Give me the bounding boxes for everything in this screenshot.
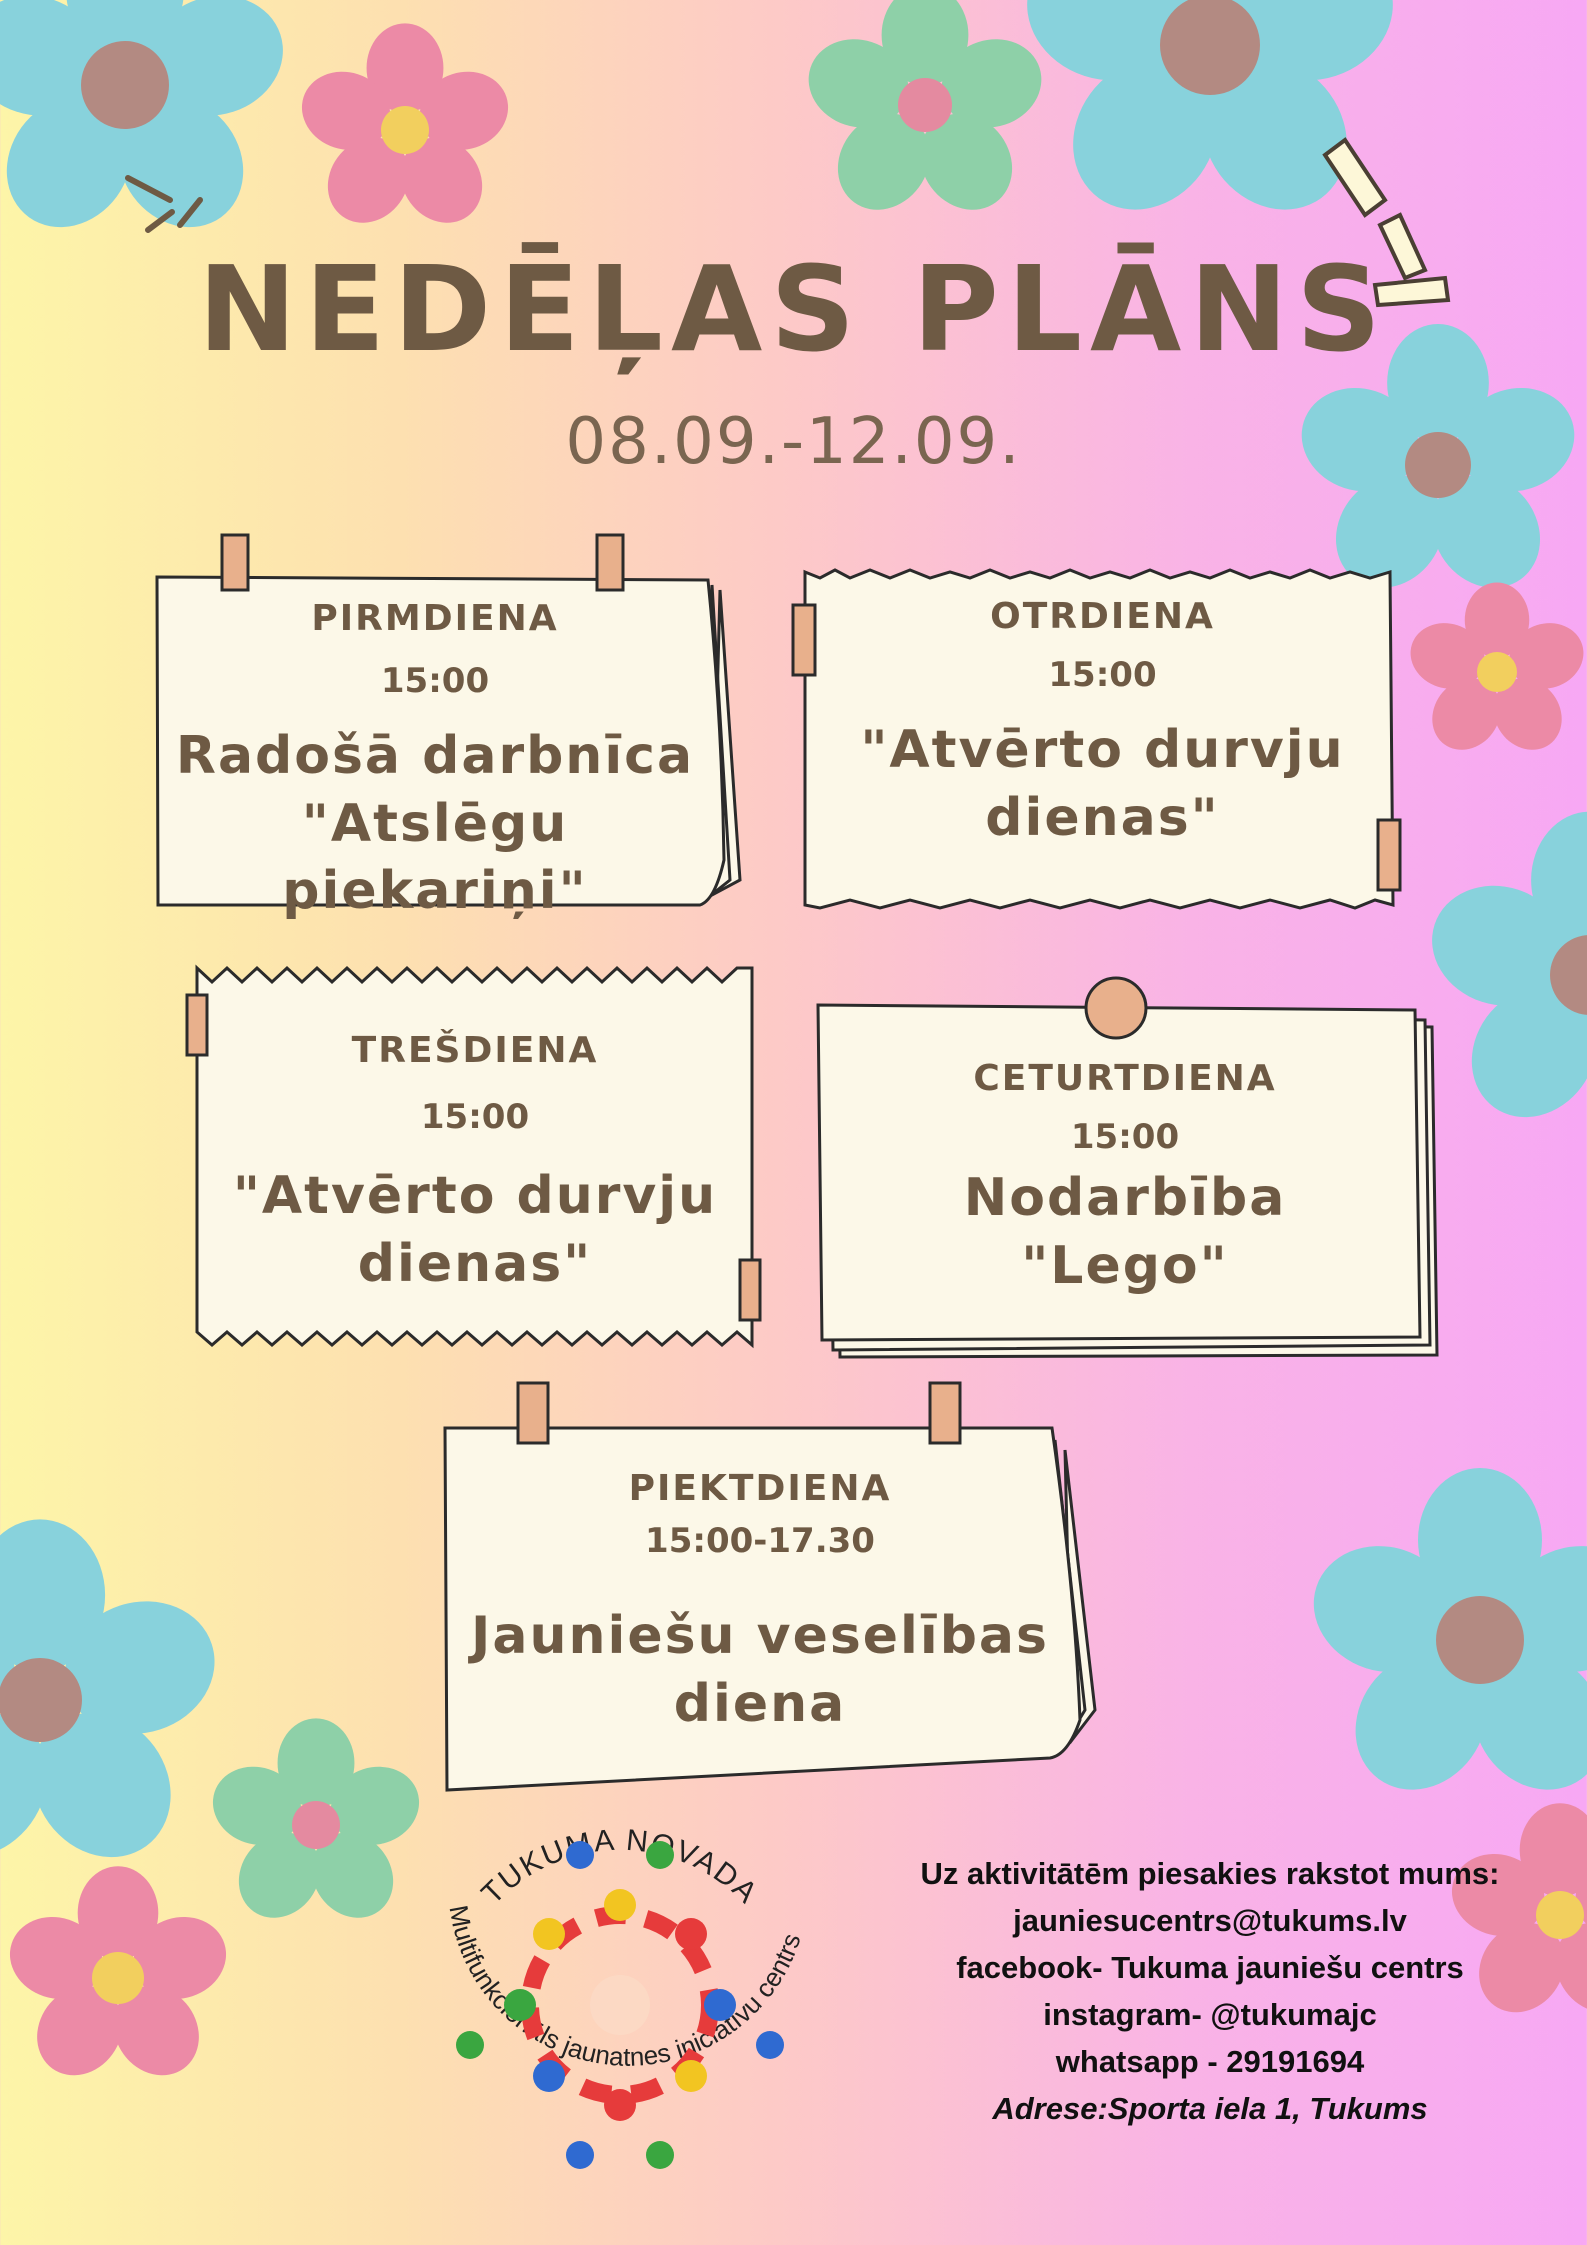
day-card-wednesday: TREŠDIENA 15:00 "Atvērto durvju dienas" <box>200 1030 750 1298</box>
activity-label: "Atvērto durvju dienas" <box>232 1166 718 1294</box>
sparkle-icon <box>125 175 203 233</box>
day-label: CETURTDIENA <box>973 1058 1277 1099</box>
day-label: PIEKTDIENA <box>628 1468 892 1509</box>
flower-icon <box>1288 323 1587 609</box>
contact-intro: Uz aktivitātēm piesakies rakstot mums: <box>920 1856 1500 1891</box>
activity-label: Radošā darbnīca "Atslēgu piekariņi" <box>175 726 695 922</box>
flower-icon <box>1441 1803 1587 2030</box>
paper-card-wednesday <box>185 964 762 1349</box>
activity-label: Nodarbība "Lego" <box>963 1168 1287 1296</box>
day-card-friday: PIEKTDIENA 15:00-17.30 Jauniešu veselība… <box>455 1468 1065 1738</box>
day-label: PIRMDIENA <box>311 598 559 639</box>
flower-icon <box>0 0 299 252</box>
time-label: 15:00-17.30 <box>645 1521 875 1561</box>
flower-icon <box>0 1866 237 2093</box>
contact-info: Uz aktivitātēm piesakies rakstot mums: j… <box>830 1850 1587 2132</box>
paper-card-monday <box>155 533 742 907</box>
day-card-monday: PIRMDIENA 15:00 Radošā darbnīca "Atslēgu… <box>165 598 705 926</box>
activity-label: "Atvērto durvju dienas" <box>860 720 1345 848</box>
paper-card-tuesday <box>791 568 1402 910</box>
flower-icon <box>202 1718 430 1934</box>
flower-icon <box>1416 811 1587 1142</box>
page-title: NEDĒĻAS PLĀNS <box>197 240 1390 378</box>
people-ring-icon <box>456 1841 784 2169</box>
time-label: 15:00 <box>1070 1117 1180 1157</box>
day-card-tuesday: OTRDIENA 15:00 "Atvērto durvju dienas" <box>820 596 1385 852</box>
contact-address: Adrese:Sporta iela 1, Tukums <box>992 2091 1428 2126</box>
activity-label: Jauniešu veselības diena <box>471 1606 1049 1734</box>
day-label: TREŠDIENA <box>351 1030 599 1071</box>
day-card-thursday: CETURTDIENA 15:00 Nodarbība "Lego" <box>830 1058 1420 1300</box>
paper-card-friday <box>443 1381 1097 1792</box>
organization-logo: TUKUMA NOVADA Multifunkcionāls jaunatnes… <box>443 1824 807 2169</box>
time-label: 15:00 <box>1048 655 1157 695</box>
flower-icon <box>0 1519 232 1885</box>
contact-facebook: facebook- Tukuma jauniešu centrs <box>956 1950 1464 1985</box>
contact-whatsapp: whatsapp - 29191694 <box>1055 2044 1365 2079</box>
date-range: 08.09.-12.09. <box>565 405 1022 479</box>
sparkle-icon <box>1322 137 1451 308</box>
flower-icon <box>797 0 1053 228</box>
flower-icon <box>291 23 519 239</box>
time-label: 15:00 <box>420 1097 530 1137</box>
flower-icon <box>1297 1468 1587 1816</box>
paper-card-thursday <box>816 976 1439 1359</box>
contact-instagram: instagram- @tukumajc <box>1043 1997 1377 2032</box>
contact-email[interactable]: jauniesucentrs@tukums.lv <box>1013 1903 1407 1938</box>
day-label: OTRDIENA <box>990 596 1215 637</box>
flower-icon <box>1008 0 1412 239</box>
flower-icon <box>1401 582 1587 764</box>
time-label: 15:00 <box>380 661 490 701</box>
